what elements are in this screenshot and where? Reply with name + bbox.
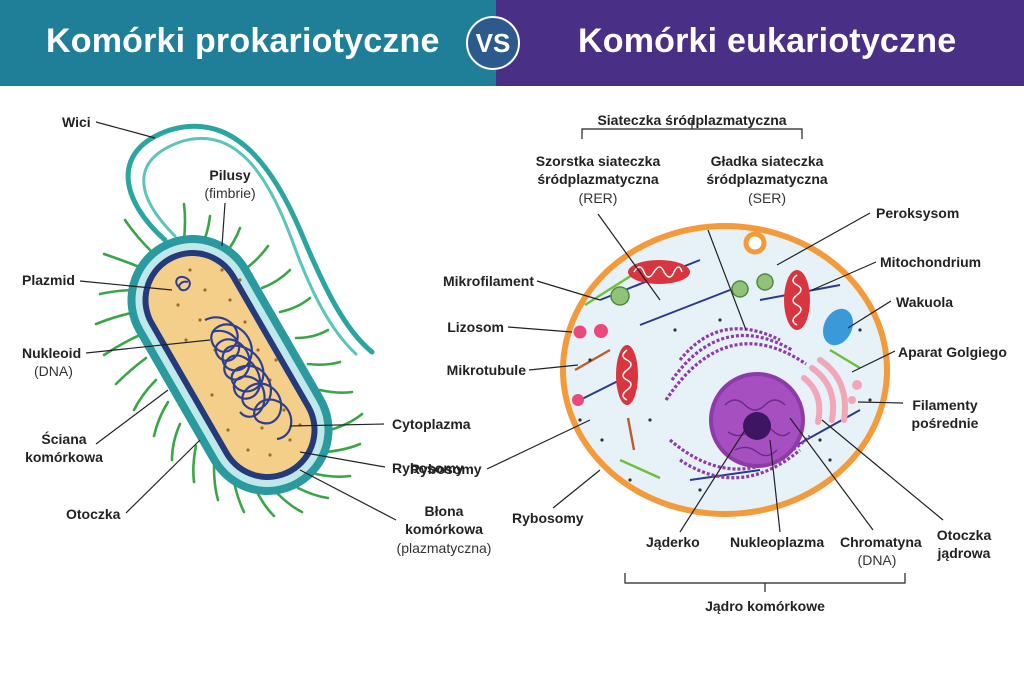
label-mikrofilament: Mikrofilament (442, 273, 534, 289)
label-ser-2: śródplazmatyczna (706, 171, 828, 187)
eukaryote-title: Komórki eukariotyczne (578, 22, 957, 60)
label-chromatyna-sub: (DNA) (857, 552, 897, 568)
label-cytoplazma: Cytoplazma (392, 416, 471, 432)
label-plazmid: Plazmid (22, 272, 75, 288)
label-jaderko: Jąderko (646, 534, 700, 550)
diagram-canvas (79, 120, 944, 592)
prokaryote-cell (79, 121, 397, 521)
nucleoid (204, 316, 293, 441)
lysosome (573, 325, 587, 339)
flagellum (125, 123, 375, 356)
mitochondrion-top (628, 260, 690, 284)
label-rer-sub: (RER) (578, 190, 618, 206)
label-blona-sub: (plazmatyczna) (396, 540, 492, 556)
label-rybosomy-euk: Rybosomy (410, 461, 482, 477)
lysosome (594, 324, 608, 338)
mitochondrion-left (616, 345, 638, 405)
label-siateczka: Siateczka śródplazmatyczna (597, 112, 787, 128)
microfilament-c (619, 458, 661, 480)
eukaryote-cell (486, 120, 944, 592)
label-wici: Wici (62, 114, 91, 130)
label-ser-1: Gładka siateczka (710, 153, 824, 169)
label-rybosomy-prok: Rybosomy (392, 460, 464, 476)
label-rer-2: śródplazmatyczna (537, 171, 659, 187)
header-left-panel: Komórki prokariotyczne (0, 0, 496, 86)
microtubules (574, 348, 636, 451)
mitochondrion-right (784, 270, 810, 330)
label-wakuola: Wakuola (896, 294, 954, 310)
golgi-vesicle (852, 380, 862, 390)
label-rer-1: Szorstka siateczka (535, 153, 661, 169)
nucleolus (743, 412, 771, 440)
label-filamenty-1: Filamenty (912, 397, 978, 413)
peroxisome (610, 286, 630, 306)
label-filamenty-2: pośrednie (911, 415, 979, 431)
label-blona-2: komórkowa (405, 521, 483, 537)
header-right-panel: Komórki eukariotyczne (496, 0, 1024, 86)
peroxisome (756, 273, 774, 291)
label-lizosom: Lizosom (447, 319, 504, 335)
label-otoczka-1: Otoczka (936, 527, 992, 543)
lysosome (572, 394, 584, 406)
label-rybosomy-euk-2: Rybosomy (512, 510, 584, 526)
header: Komórki prokariotyczne Komórki eukarioty… (0, 0, 1024, 86)
vacuole (822, 308, 854, 346)
golgi-vesicle (848, 396, 856, 404)
eukaryote-leaders (486, 120, 944, 592)
vs-badge: VS (466, 16, 520, 70)
cytoplasm (148, 256, 312, 474)
peroxisome-vesicle (743, 231, 767, 255)
label-otoczka-2: jądrowa (937, 545, 991, 561)
label-otoczka: Otoczka (66, 506, 121, 522)
golgi-apparatus (801, 357, 848, 425)
label-nukleoid-sub: (DNA) (34, 363, 73, 379)
microfilament-b (829, 348, 861, 370)
label-golgi: Aparat Golgiego (898, 344, 1007, 360)
peroxisome (731, 280, 749, 298)
label-jadro: Jądro komórkowe (705, 598, 825, 614)
ribosome-dots (176, 268, 302, 457)
label-sciana-2: komórkowa (25, 449, 103, 465)
prokaryote-title: Komórki prokariotyczne (46, 22, 440, 60)
free-ribosomes (578, 318, 872, 492)
plasmid (175, 276, 191, 292)
label-nukleoplazma: Nukleoplazma (730, 534, 825, 550)
label-nukleoid: Nukleoid (22, 345, 82, 361)
prokaryote-leaders (79, 121, 397, 521)
label-blona-1: Błona (424, 503, 464, 519)
label-mikrotubule: Mikrotubule (446, 362, 526, 378)
label-mitochondrium: Mitochondrium (880, 254, 982, 270)
label-ser-sub: (SER) (747, 190, 787, 206)
label-pilusy: Pilusy (209, 167, 251, 183)
label-pilusy-sub: (fimbrie) (204, 185, 256, 201)
label-chromatyna: Chromatyna (840, 534, 922, 550)
label-sciana-1: Ściana (41, 431, 87, 447)
label-peroksysom: Peroksysom (876, 205, 960, 221)
